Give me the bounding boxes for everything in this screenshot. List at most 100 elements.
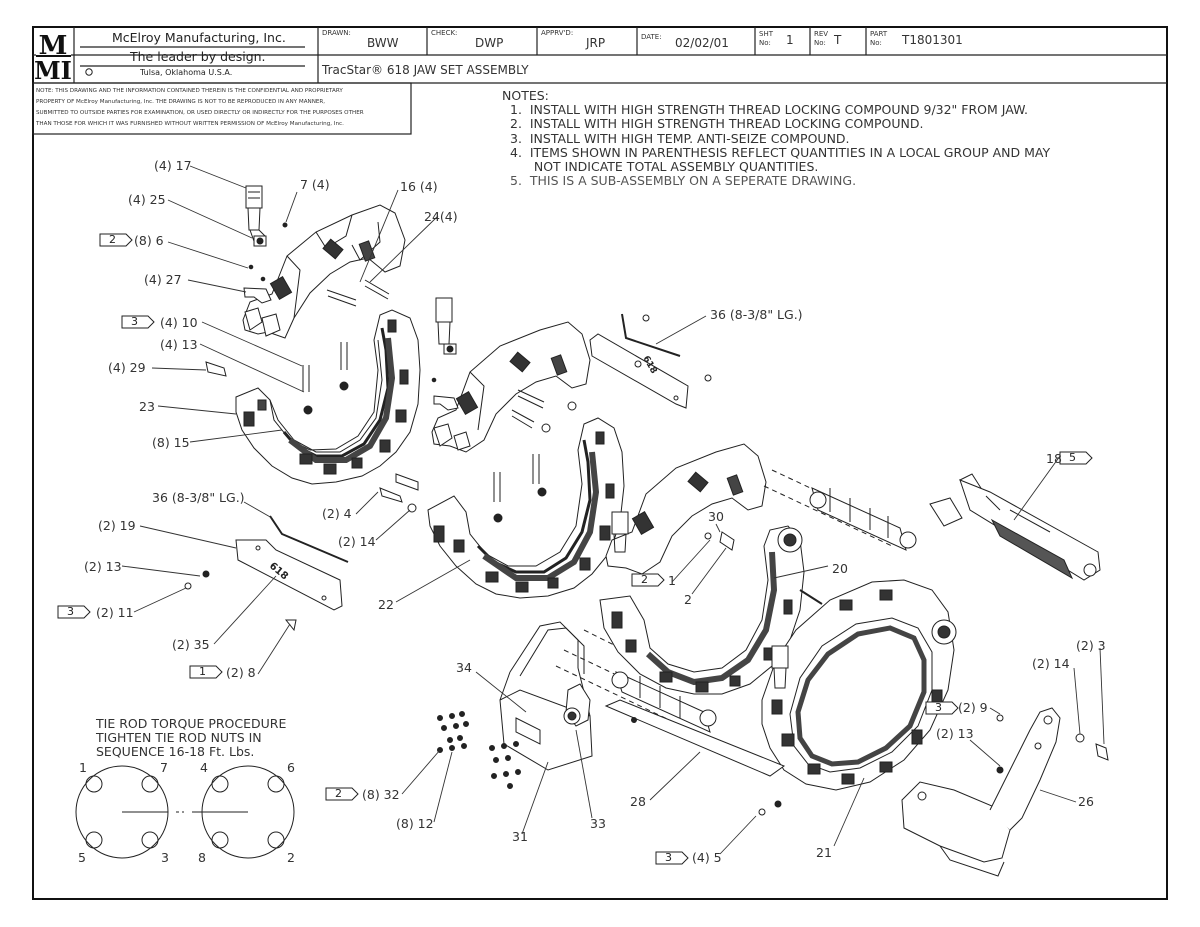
- sheet-border: [32, 26, 1168, 900]
- drawn-label: DRAWN:: [322, 29, 351, 37]
- callout-2: 2: [684, 592, 692, 607]
- tie-rod-seq-8: 8: [198, 850, 206, 865]
- apprvd-label: APPRV'D:: [541, 29, 574, 37]
- assembly-18: [929, 473, 1101, 581]
- jaw-top-upper-left: [242, 204, 406, 339]
- callout-32: (8) 32: [362, 787, 400, 802]
- confidential-note-line: NOTE: THIS DRAWING AND THE INFORMATION C…: [36, 88, 343, 94]
- callout-33: 33: [590, 816, 606, 831]
- callout-5: (4) 5: [692, 850, 722, 865]
- screws-32-12: [437, 711, 521, 789]
- callout-29: (4) 29: [108, 360, 146, 375]
- note-item: 5. THIS IS A SUB-ASSEMBLY ON A SEPERATE …: [510, 173, 857, 189]
- rev-label-1: REV: [814, 30, 829, 38]
- note-item: 3. INSTALL WITH HIGH TEMP. ANTI-SEIZE CO…: [510, 130, 850, 146]
- callout-21: 21: [816, 845, 832, 860]
- confidential-note-line: SUBMITTED TO OUTSIDE PARTIES FOR EXAMINA…: [36, 110, 364, 116]
- flag-note-3: 3: [67, 605, 74, 618]
- callout-15: (8) 15: [152, 435, 190, 450]
- callout-19: (2) 19: [98, 518, 136, 533]
- tie-rod-seq-4: 4: [200, 760, 208, 775]
- plate-19-left: [184, 515, 349, 632]
- callout-22: 22: [378, 597, 394, 612]
- company-name: McElroy Manufacturing, Inc.: [112, 30, 286, 45]
- confidential-note: NOTE: THIS DRAWING AND THE INFORMATION C…: [36, 86, 408, 130]
- stand-34: [499, 621, 593, 771]
- flag-note-2: 2: [641, 573, 648, 586]
- callout-30: 30: [708, 509, 724, 524]
- flag-note-3: 3: [935, 701, 942, 714]
- jaw-top-right: [605, 443, 767, 575]
- sht-label-2: No:: [759, 39, 771, 47]
- rev-label-2: No:: [814, 39, 826, 47]
- tie-rod-seq-2: 2: [287, 850, 295, 865]
- callout-28: 28: [630, 794, 646, 809]
- callout-20: 20: [832, 561, 848, 576]
- callout-10: (4) 10: [160, 315, 198, 330]
- exploded-view: [121, 165, 1109, 877]
- callout-8: (2) 8: [226, 665, 256, 680]
- notes-block: NOTES: 1. INSTALL WITH HIGH STRENGTH THR…: [502, 88, 1051, 189]
- jaw-21: [761, 579, 957, 791]
- callout-25: (4) 25: [128, 192, 166, 207]
- callout-36-top: 36 (8-3/8" LG.): [710, 307, 803, 322]
- callout-13c: (2) 13: [936, 726, 974, 741]
- callout-36-left: 36 (8-3/8" LG.): [152, 490, 245, 505]
- bolt-17-middle: [435, 297, 457, 355]
- flag-shapes: [57, 233, 1093, 865]
- tie-rod-seq-7: 7: [160, 760, 168, 775]
- roller-upper: [809, 487, 917, 551]
- bracket-26: [901, 707, 1109, 877]
- note-item: 2. INSTALL WITH HIGH STRENGTH THREAD LOC…: [510, 116, 924, 132]
- jaw-bottom-middle: [427, 417, 625, 599]
- date-value: 02/02/01: [675, 36, 729, 50]
- note-item: 4. ITEMS SHOWN IN PARENTHESIS REFLECT QU…: [510, 144, 1051, 160]
- tie-rod-line-2: TIGHTEN TIE ROD NUTS IN: [96, 730, 262, 745]
- note-item: 1. INSTALL WITH HIGH STRENGTH THREAD LOC…: [510, 102, 1028, 118]
- company-location: Tulsa, Oklahoma U.S.A.: [140, 68, 233, 77]
- drawn-value: BWW: [367, 36, 399, 50]
- callout-35: (2) 35: [172, 637, 210, 652]
- flag-note-2: 2: [335, 787, 342, 800]
- flag-note-3: 3: [665, 851, 672, 864]
- part-label-2: No:: [870, 39, 882, 47]
- callout-23: 23: [139, 399, 155, 414]
- callout-13a: (4) 13: [160, 337, 198, 352]
- tie-rod-heading: TIE ROD TORQUE PROCEDURE: [96, 716, 287, 731]
- notes-heading: NOTES:: [502, 88, 549, 103]
- jaw-bottom-upper-left: [235, 309, 421, 485]
- callout-18: 18: [1046, 451, 1062, 466]
- sht-value: 1: [786, 33, 794, 47]
- part-value: T1801301: [902, 33, 963, 47]
- leader-lines: [121, 165, 1105, 855]
- tie-rod-diagram: [75, 765, 295, 859]
- callout-14a: (2) 14: [338, 534, 376, 549]
- plate-36-top: [589, 313, 712, 409]
- callout-24: 24(4): [424, 209, 458, 224]
- mmi-logo: M MI: [34, 30, 72, 85]
- callout-31: 31: [512, 829, 528, 844]
- apprvd-value: JRP: [586, 36, 606, 50]
- callout-11: (2) 11: [96, 605, 134, 620]
- rev-value: T: [834, 33, 842, 47]
- sht-label-1: SHT: [759, 30, 773, 38]
- jaw-top-middle: [431, 321, 591, 453]
- tie-rod-seq-1: 1: [79, 760, 87, 775]
- tie-rod-line-3: SEQUENCE 16-18 Ft. Lbs.: [96, 744, 255, 759]
- callout-27: (4) 27: [144, 272, 182, 287]
- confidential-note-line: PROPERTY OF McElroy Manufacturing, Inc. …: [36, 99, 326, 105]
- callout-34: 34: [456, 660, 472, 675]
- registered-mark-icon: [85, 68, 93, 76]
- title-block-grid: [32, 27, 1167, 135]
- plate-28: [604, 699, 786, 777]
- note-item: NOT INDICATE TOTAL ASSEMBLY QUANTITIES.: [510, 159, 819, 175]
- check-value: DWP: [475, 36, 504, 50]
- callout-6: (8) 6: [134, 233, 164, 248]
- flag-note-5: 5: [1069, 451, 1076, 464]
- drawing-title: TracStar® 618 JAW SET ASSEMBLY: [322, 63, 529, 77]
- callout-13b: (2) 13: [84, 559, 122, 574]
- roller-lower: [611, 671, 717, 733]
- flag-note-2: 2: [109, 233, 116, 246]
- flag-note-3: 3: [131, 315, 138, 328]
- check-label: CHECK:: [431, 29, 458, 37]
